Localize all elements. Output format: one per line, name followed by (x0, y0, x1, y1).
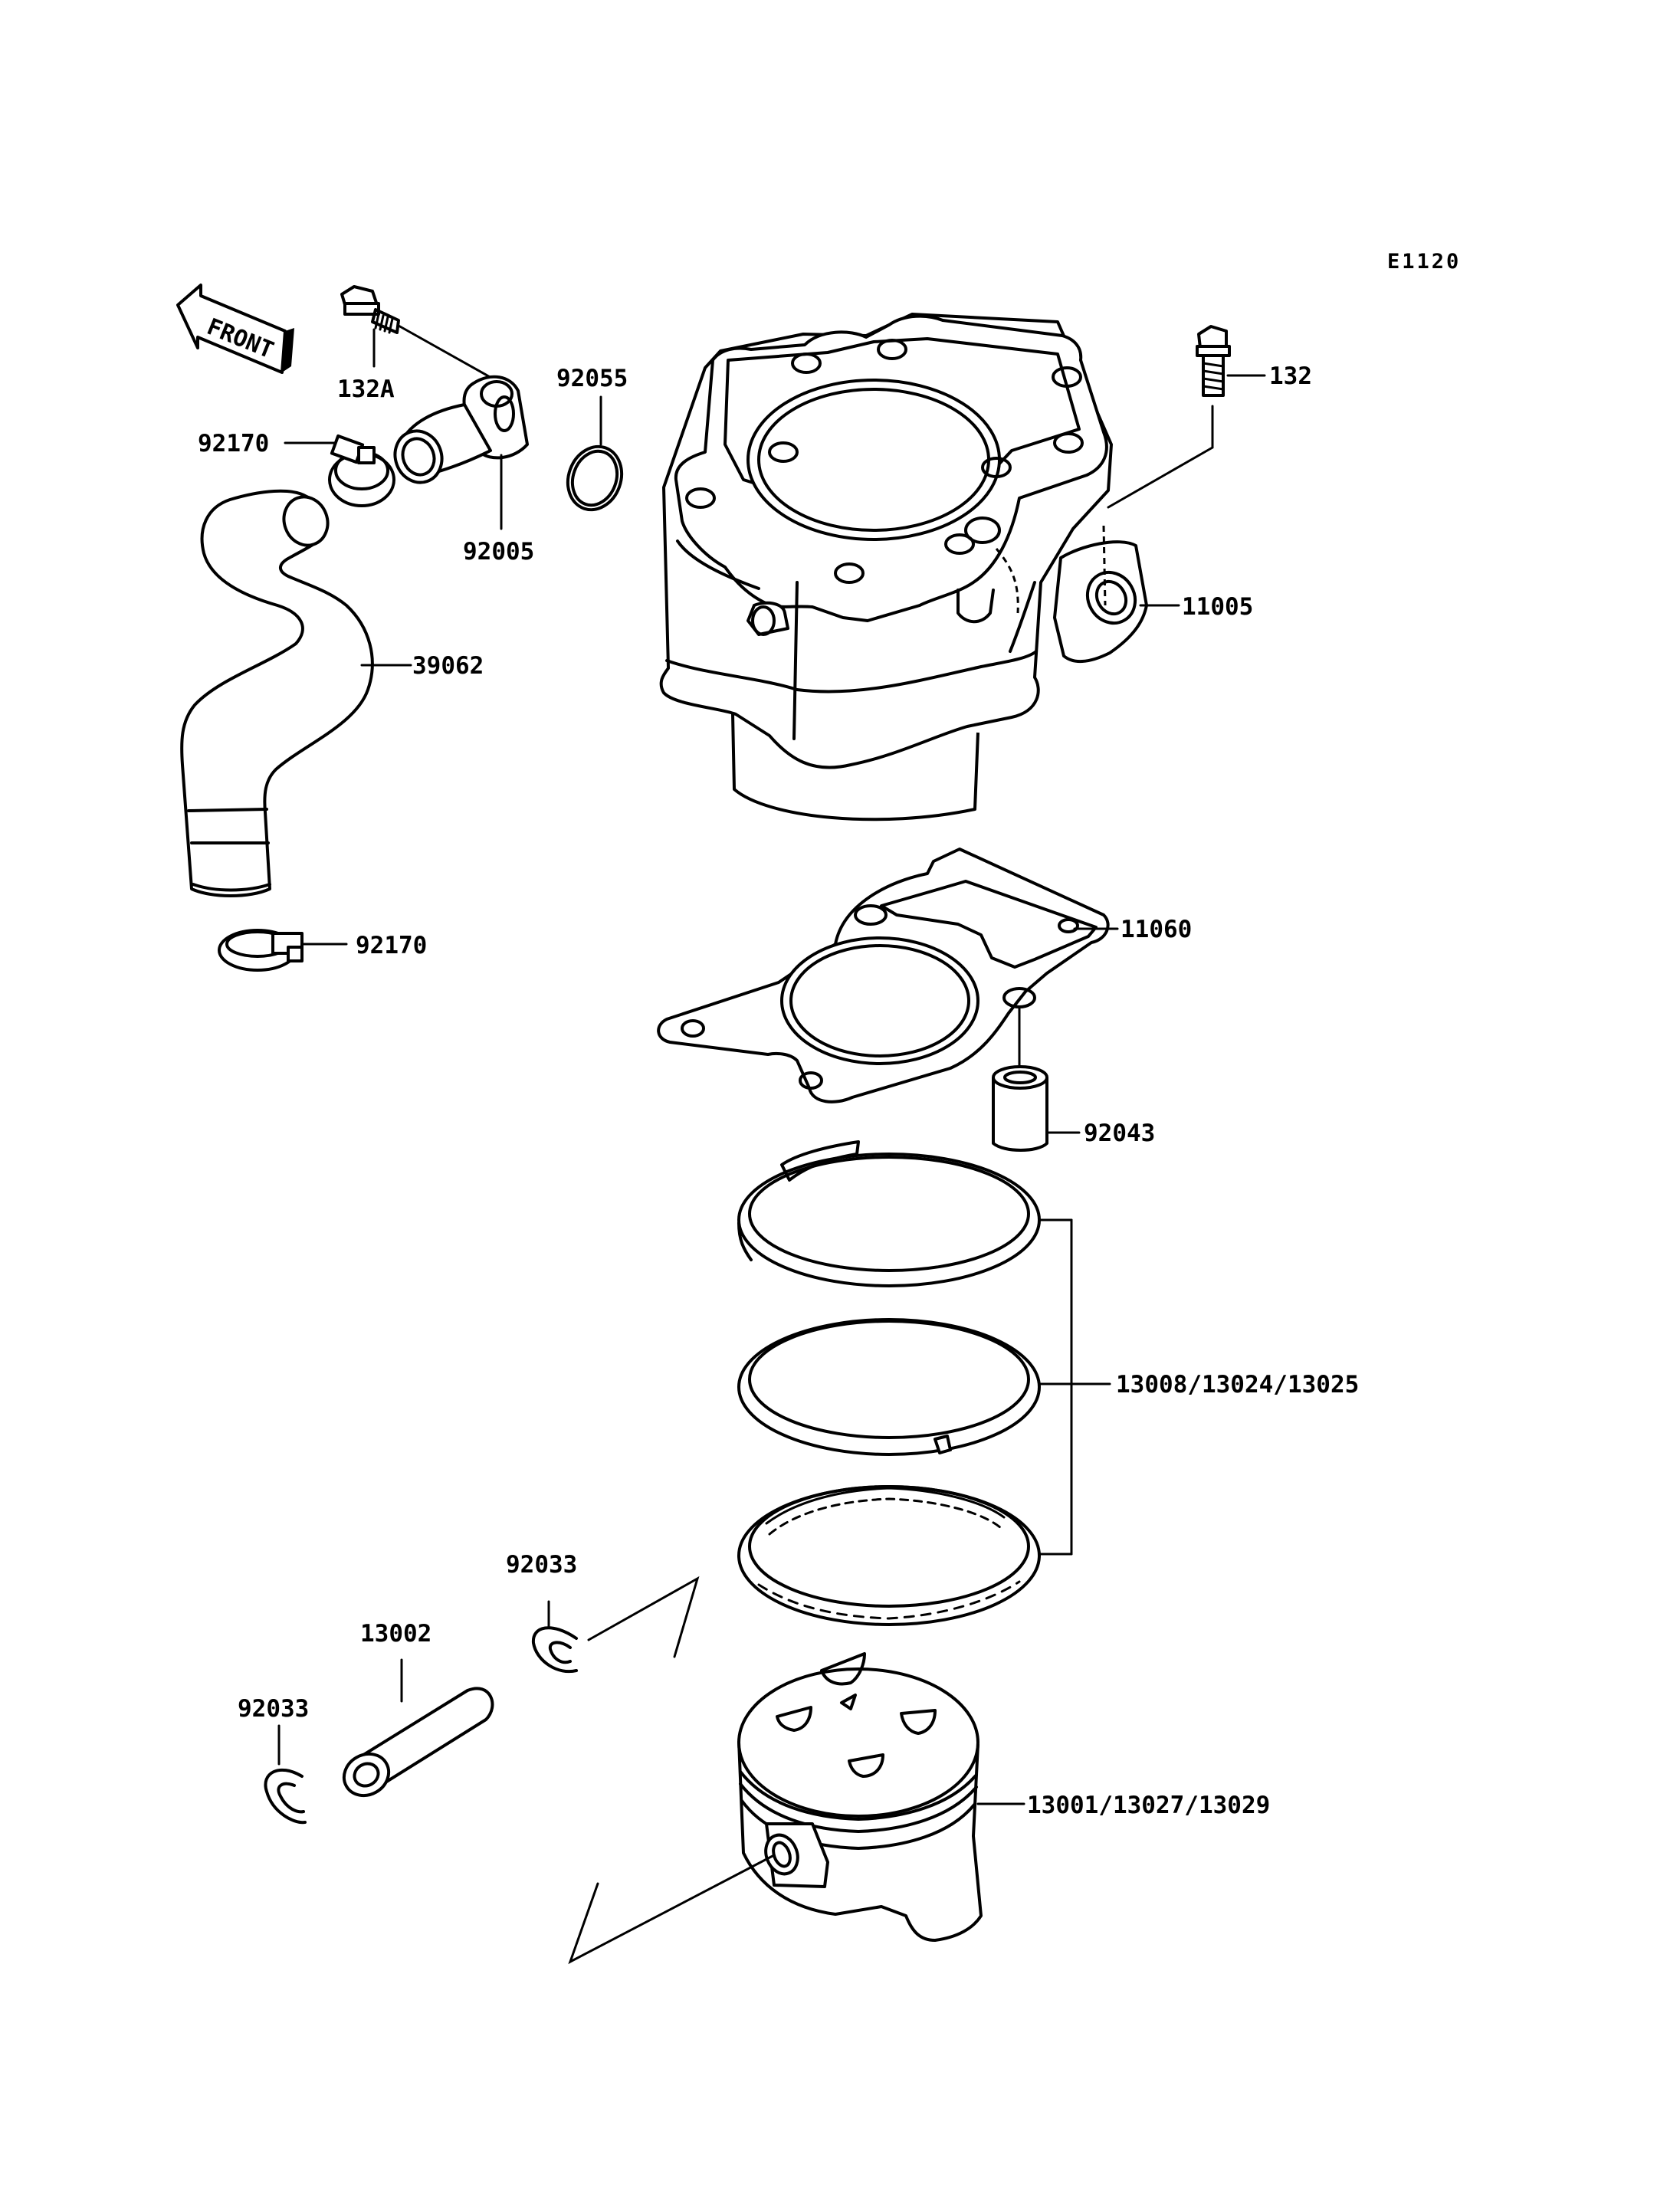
callout-92170-upper: 92170 (198, 430, 269, 457)
callout-13001-13027-13029: 13001/13027/13029 (1027, 1792, 1270, 1819)
piston-ring-second (737, 1318, 1041, 1456)
front-arrow-icon: FRONT (176, 284, 294, 374)
circlip-right (531, 1626, 578, 1674)
callout-92033-left: 92033 (238, 1695, 309, 1723)
water-fitting-92005 (393, 375, 529, 484)
page-code: E1120 (1387, 250, 1461, 274)
bolt-132 (1196, 325, 1231, 397)
callout-92043: 92043 (1084, 1120, 1155, 1147)
callout-11005: 11005 (1182, 593, 1253, 621)
piston-ring-top (737, 1140, 1041, 1287)
circlip-left (264, 1768, 307, 1825)
callout-132: 132 (1269, 362, 1312, 390)
piston-pin-13002 (342, 1687, 494, 1798)
piston-13001 (737, 1652, 983, 1942)
hose-clamp-upper (328, 434, 395, 507)
bolt-132a (340, 285, 400, 334)
callout-13002: 13002 (360, 1620, 431, 1648)
callout-92005: 92005 (463, 538, 534, 566)
dowel-pin-92043 (992, 1065, 1048, 1152)
base-gasket-11060 (657, 848, 1110, 1103)
callout-92033-right: 92033 (506, 1551, 577, 1579)
callout-92055: 92055 (556, 365, 628, 392)
callout-39062: 39062 (412, 652, 484, 680)
callout-92170-lower: 92170 (356, 932, 427, 959)
callout-132a: 132A (337, 375, 395, 403)
callout-11060: 11060 (1121, 916, 1192, 943)
oil-ring (737, 1485, 1041, 1626)
cylinder-block-11005 (659, 313, 1148, 821)
hose-clamp-lower (218, 929, 304, 972)
hose-39062 (180, 489, 374, 897)
o-ring-92055 (566, 444, 624, 512)
callout-13008-13024-13025: 13008/13024/13025 (1116, 1371, 1359, 1399)
